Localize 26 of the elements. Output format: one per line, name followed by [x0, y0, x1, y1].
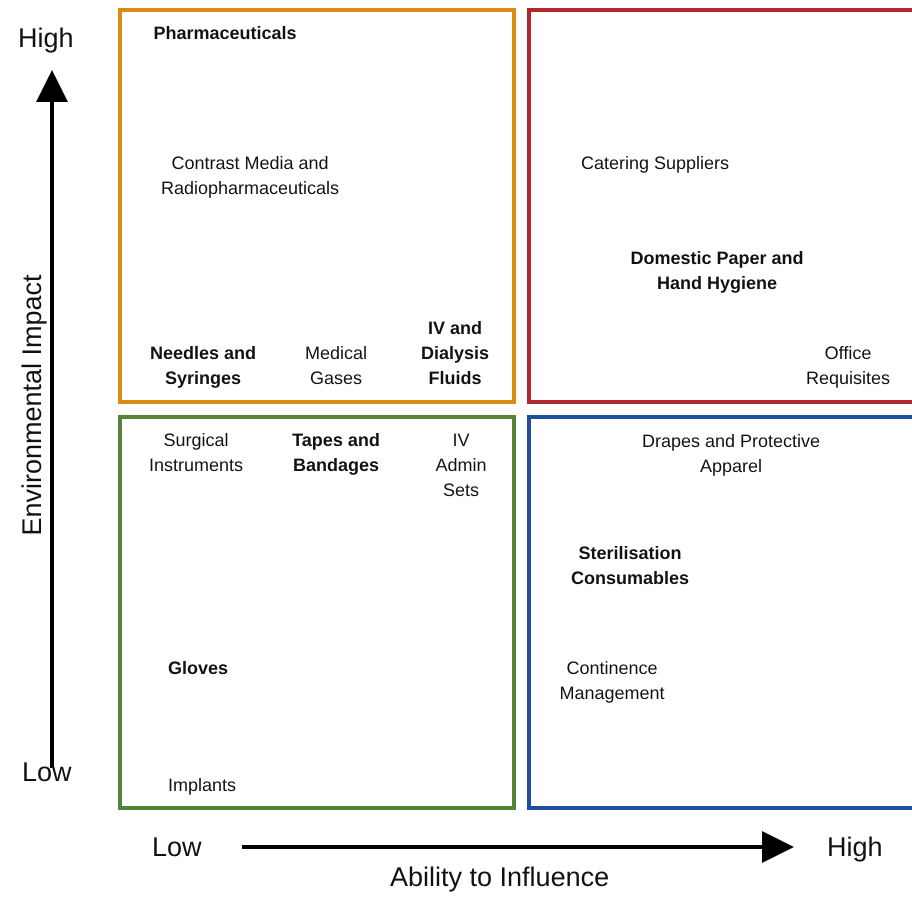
axis-label: Low: [152, 831, 202, 863]
category-label: Medical Gases: [304, 342, 368, 390]
category-label: IV Admin Sets: [434, 429, 488, 502]
category-label: Implants: [166, 774, 238, 797]
category-label: Gloves: [166, 657, 230, 680]
quadrant-box: [527, 8, 912, 404]
axis-label: High: [827, 831, 883, 863]
category-label: Drapes and Protective Apparel: [640, 430, 822, 478]
category-label: Contrast Media and Radiopharmaceuticals: [160, 152, 340, 200]
category-label: Surgical Instruments: [148, 429, 244, 477]
category-label: Needles and Syringes: [148, 342, 258, 390]
category-label: Catering Suppliers: [580, 152, 730, 175]
quadrant-box: [527, 415, 912, 810]
axis-label: High: [18, 22, 74, 54]
axis-title: Environmental Impact: [16, 274, 48, 536]
axis-label: Low: [22, 756, 72, 788]
category-label: Office Requisites: [804, 342, 892, 390]
category-label: IV and Dialysis Fluids: [420, 317, 490, 390]
quadrant-box: [118, 415, 516, 810]
category-label: Continence Management: [558, 657, 666, 705]
axis-title: Ability to Influence: [390, 861, 610, 893]
category-label: Domestic Paper and Hand Hygiene: [629, 247, 805, 295]
category-label: Sterilisation Consumables: [570, 542, 690, 590]
quadrant-box: [118, 8, 516, 404]
category-label: Pharmaceuticals: [152, 22, 298, 45]
category-label: Tapes and Bandages: [291, 429, 381, 477]
